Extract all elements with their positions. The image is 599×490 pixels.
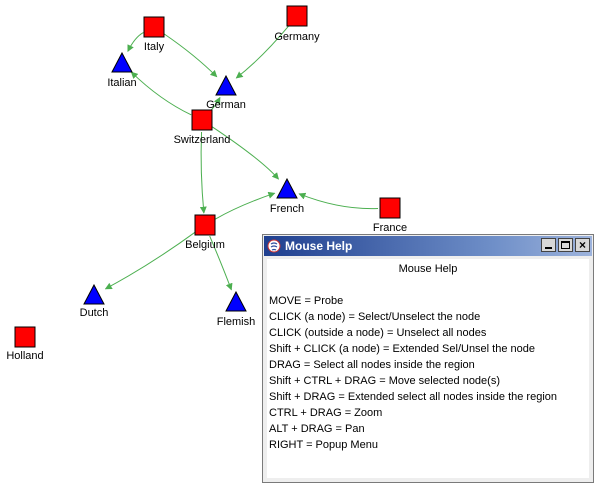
square-icon bbox=[143, 16, 165, 38]
edge-germany-german bbox=[235, 24, 290, 79]
help-line: CTRL + DRAG = Zoom bbox=[269, 407, 383, 419]
help-heading: Mouse Help bbox=[398, 263, 458, 275]
triangle-icon bbox=[215, 74, 237, 96]
triangle-icon bbox=[276, 177, 298, 199]
maximize-icon bbox=[561, 241, 570, 249]
node-belgium[interactable]: Belgium bbox=[185, 214, 225, 251]
node-switzerland[interactable]: Switzerland bbox=[174, 109, 231, 146]
edge-switzerland-belgium bbox=[199, 131, 207, 214]
mouse-help-window[interactable]: Mouse Help × Mouse Help MOVE = Probe CLI… bbox=[262, 234, 594, 483]
square-icon bbox=[379, 197, 401, 219]
node-label: Italy bbox=[144, 41, 165, 53]
edge-belgium-french bbox=[215, 191, 276, 220]
minimize-icon bbox=[545, 247, 552, 249]
node-flemish[interactable]: Flemish bbox=[217, 290, 256, 328]
help-window-titlebar[interactable]: Mouse Help × bbox=[264, 236, 592, 256]
node-label: France bbox=[373, 222, 407, 234]
node-french[interactable]: French bbox=[270, 177, 304, 215]
help-line: DRAG = Select all nodes inside the regio… bbox=[269, 359, 475, 371]
node-label: Dutch bbox=[80, 307, 109, 319]
node-label: Flemish bbox=[217, 316, 256, 328]
help-line: Shift + DRAG = Extended select all nodes… bbox=[269, 391, 558, 403]
edge-belgium-flemish bbox=[209, 235, 233, 291]
node-label: French bbox=[270, 203, 304, 215]
node-label: Holland bbox=[6, 350, 43, 362]
node-germany[interactable]: Germany bbox=[274, 5, 320, 43]
edge-switzerland-italian bbox=[130, 71, 192, 116]
square-icon bbox=[191, 109, 213, 131]
help-line: Shift + CLICK (a node) = Extended Sel/Un… bbox=[269, 343, 535, 355]
close-icon: × bbox=[578, 238, 586, 252]
minimize-button[interactable] bbox=[541, 238, 556, 252]
edge-italy-german bbox=[163, 33, 218, 78]
node-label: Switzerland bbox=[174, 134, 231, 146]
help-line: Shift + CTRL + DRAG = Move selected node… bbox=[269, 375, 500, 387]
help-window-title: Mouse Help bbox=[285, 239, 353, 253]
help-line: CLICK (outside a node) = Unselect all no… bbox=[269, 327, 487, 339]
node-holland[interactable]: Holland bbox=[6, 326, 44, 362]
node-label: Belgium bbox=[185, 239, 225, 251]
edge-italy-italian bbox=[127, 32, 144, 52]
node-german[interactable]: German bbox=[206, 74, 246, 111]
help-line: MOVE = Probe bbox=[269, 295, 344, 307]
square-icon bbox=[14, 326, 36, 348]
maximize-button[interactable] bbox=[558, 238, 573, 252]
triangle-icon bbox=[83, 283, 105, 305]
edge-switzerland-french bbox=[211, 126, 279, 180]
help-content: Mouse Help MOVE = Probe CLICK (a node) =… bbox=[267, 259, 589, 478]
node-italy[interactable]: Italy bbox=[143, 16, 165, 53]
node-label: Germany bbox=[274, 31, 320, 43]
node-label: German bbox=[206, 99, 246, 111]
edge-france-french bbox=[298, 192, 379, 210]
help-line: CLICK (a node) = Select/Unselect the nod… bbox=[269, 311, 481, 323]
node-italian[interactable]: Italian bbox=[107, 51, 137, 89]
edge-belgium-dutch bbox=[104, 231, 196, 290]
node-label: Italian bbox=[107, 77, 136, 89]
node-dutch[interactable]: Dutch bbox=[80, 283, 109, 319]
node-france[interactable]: France bbox=[373, 197, 407, 234]
java-app-icon bbox=[267, 239, 281, 253]
triangle-icon bbox=[111, 51, 133, 73]
help-line: ALT + DRAG = Pan bbox=[269, 423, 365, 435]
square-icon bbox=[194, 214, 216, 236]
close-button[interactable]: × bbox=[575, 238, 590, 252]
square-icon bbox=[286, 5, 308, 27]
help-line: RIGHT = Popup Menu bbox=[269, 439, 378, 451]
help-lines: MOVE = Probe CLICK (a node) = Select/Uns… bbox=[269, 293, 589, 453]
triangle-icon bbox=[225, 290, 247, 312]
